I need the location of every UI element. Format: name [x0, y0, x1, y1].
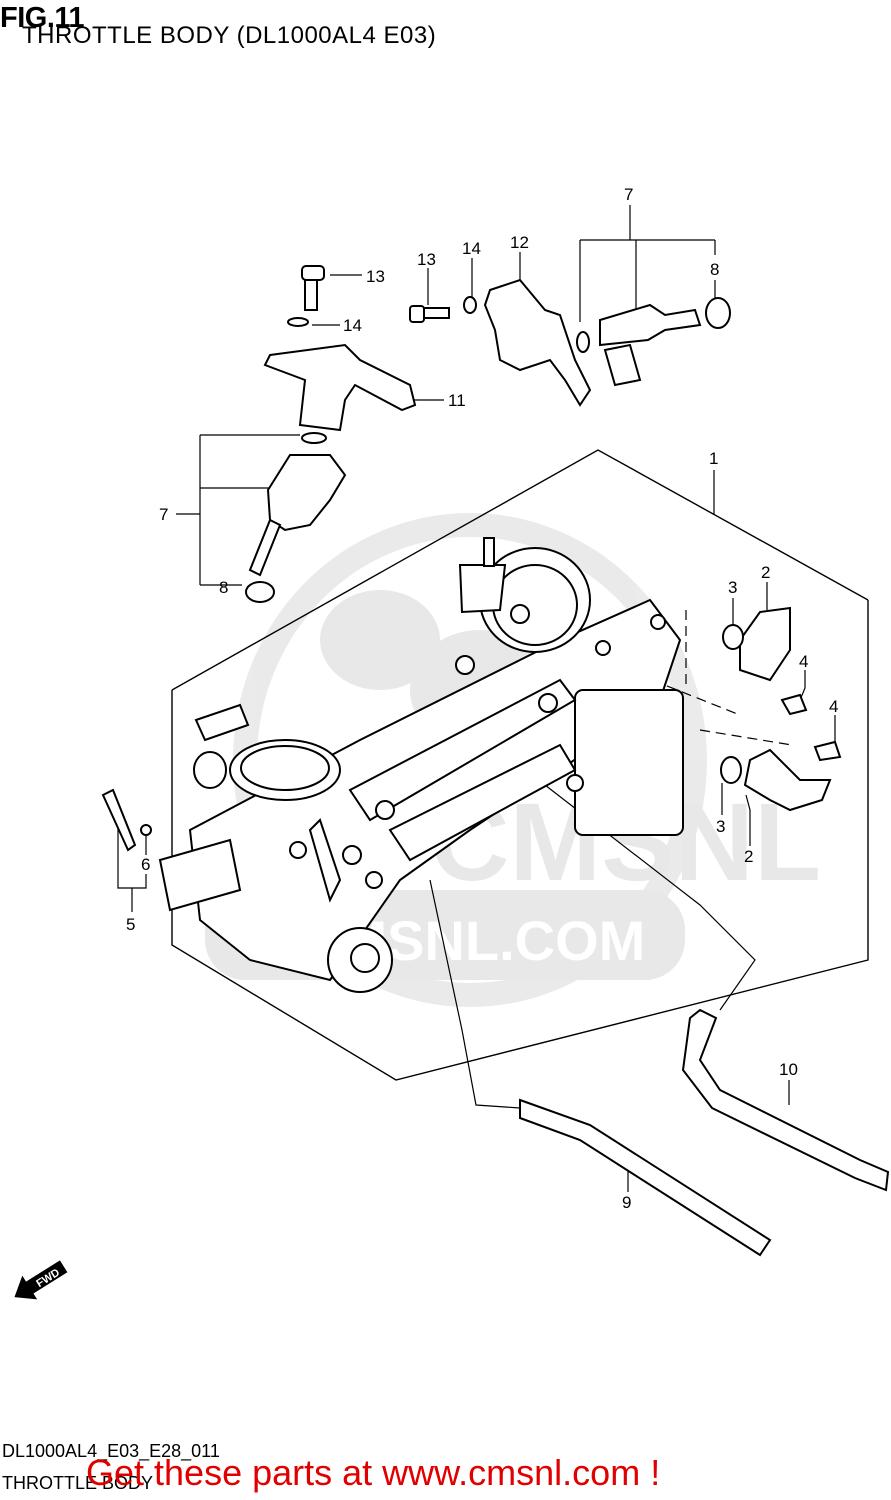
promo-link[interactable]: Get these parts at www.cmsnl.com ! [86, 1452, 661, 1493]
callout-12: 12 [510, 233, 529, 252]
callout-13-left: 13 [366, 267, 385, 286]
callout-labels: 1 2 2 3 3 4 4 5 6 7 7 8 8 9 10 11 12 13 … [126, 185, 838, 1212]
callout-9: 9 [622, 1193, 631, 1212]
callout-11: 11 [448, 391, 466, 410]
fwd-arrow-icon: FWD [14, 1260, 68, 1300]
callout-3-lower: 3 [716, 817, 725, 836]
callout-7-top: 7 [624, 185, 633, 204]
footer-title: THROTTLE BODY [2, 1473, 154, 1493]
diagram-reference-code: DL1000AL4_E03_E28_011 [2, 1441, 220, 1461]
callout-14-left: 14 [343, 316, 362, 335]
callout-2-upper: 2 [761, 563, 770, 582]
callout-6: 6 [141, 855, 150, 874]
fuel-injector-parts [101, 265, 890, 1257]
callout-2-lower: 2 [744, 847, 753, 866]
callout-3-upper: 3 [728, 578, 737, 597]
callout-10: 10 [779, 1060, 798, 1079]
callout-7-left: 7 [159, 505, 168, 524]
figure-title: THROTTLE BODY (DL1000AL4 E03) [22, 22, 437, 49]
leader-lines [117, 205, 836, 1192]
callout-8-top: 8 [710, 260, 719, 279]
callout-4-lower: 4 [829, 697, 838, 716]
callout-14-right: 14 [462, 239, 481, 258]
callout-5: 5 [126, 915, 135, 934]
callout-4-upper: 4 [799, 652, 808, 671]
figure-number: FIG.11 [0, 2, 85, 34]
callout-8-left: 8 [219, 578, 228, 597]
throttle-body-drawing [158, 537, 684, 993]
callout-13-right: 13 [417, 250, 436, 269]
callout-1: 1 [709, 449, 718, 468]
